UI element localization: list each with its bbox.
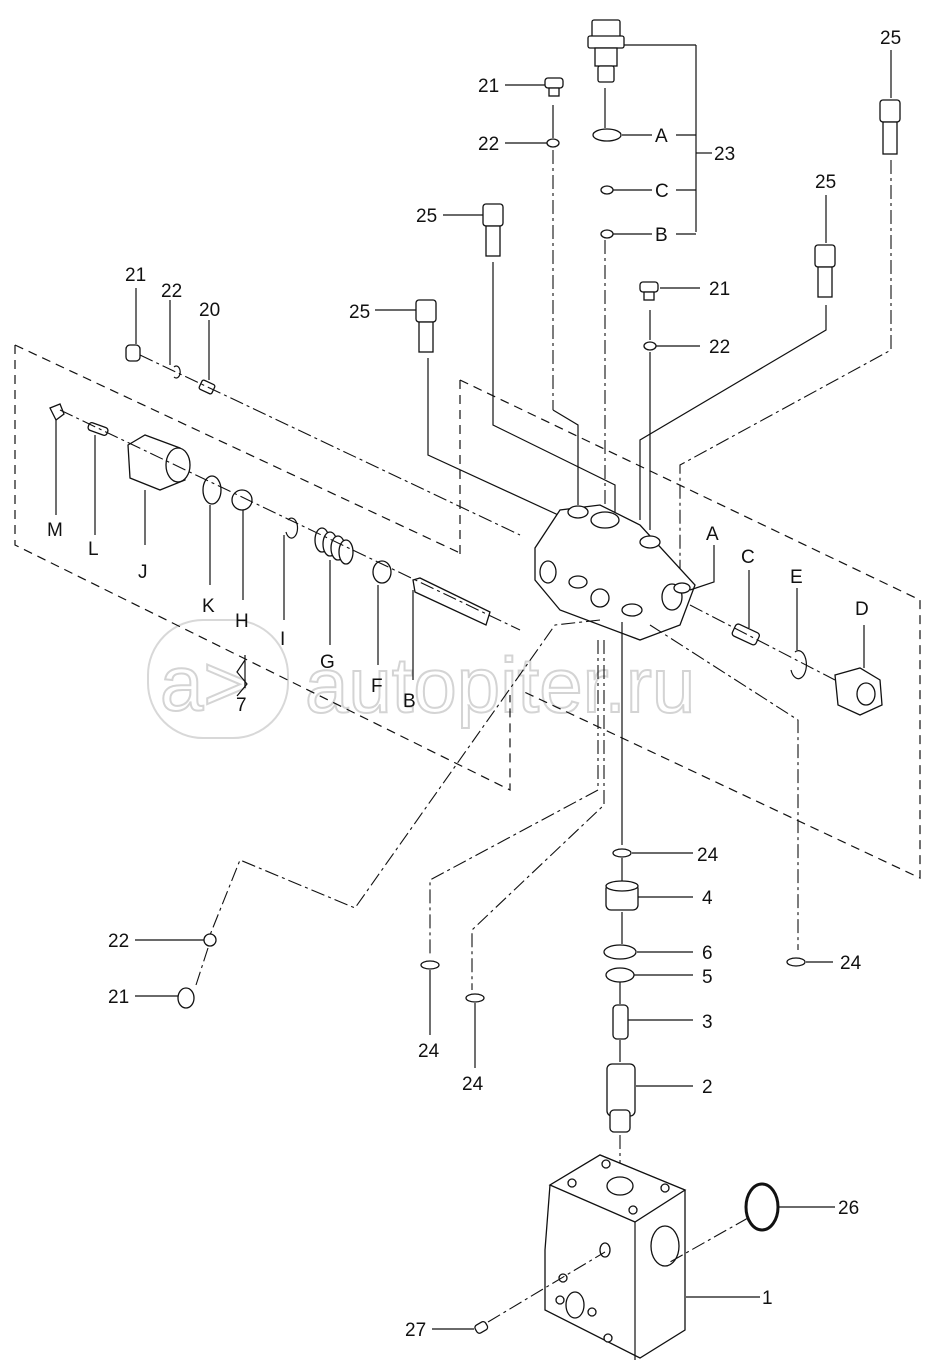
callout-21: 21	[108, 987, 129, 1008]
callout-23: 23	[714, 144, 735, 165]
callout-24: 24	[418, 1041, 440, 1062]
callout-E: E	[790, 567, 803, 588]
callout-22: 22	[478, 134, 499, 155]
bolt-25-b	[375, 299, 581, 585]
callout-21: 21	[478, 76, 499, 97]
watermark-logo: a>	[160, 639, 249, 727]
leader-24-c	[429, 640, 599, 955]
valve-body-top	[534, 504, 696, 641]
bolt-25-a	[443, 203, 616, 540]
callout-labels: 21 22 A C B 23 25 25 25 25 21 22 21 22 2…	[47, 28, 901, 1341]
oring-24-b	[786, 957, 806, 967]
spring-G	[314, 527, 354, 565]
relief-valve-23	[587, 19, 712, 520]
callout-3: 3	[702, 1012, 713, 1033]
left-subassembly-boundary	[14, 345, 511, 791]
callout-A: A	[655, 126, 668, 147]
callout-25: 25	[349, 302, 370, 323]
callout-7: 7	[236, 695, 247, 716]
right-side-parts	[689, 545, 883, 716]
callout-4: 4	[702, 888, 713, 909]
callout-20: 20	[199, 300, 220, 321]
valve-spool-subassembly	[49, 403, 521, 688]
plug-21-top	[505, 77, 579, 505]
callout-J: J	[138, 562, 148, 583]
callout-24: 24	[840, 953, 862, 974]
plug-21-mid	[639, 281, 700, 530]
oring-24-d	[465, 993, 485, 1003]
callout-21: 21	[709, 279, 730, 300]
callout-2: 2	[702, 1077, 713, 1098]
plug-21-left	[125, 288, 521, 536]
callout-25: 25	[815, 172, 836, 193]
callout-C: C	[655, 181, 669, 202]
bolt-25-d	[679, 50, 901, 590]
callout-22: 22	[108, 931, 129, 952]
callout-I: I	[280, 629, 285, 650]
valve-body-1	[432, 1154, 835, 1360]
callout-B: B	[403, 691, 416, 712]
callout-F: F	[371, 676, 383, 697]
callout-26: 26	[838, 1198, 859, 1219]
callout-D: D	[855, 599, 869, 620]
left-subassembly-boundary-top	[14, 344, 461, 554]
callout-5: 5	[702, 967, 713, 988]
callout-27: 27	[405, 1320, 426, 1341]
callout-24: 24	[462, 1074, 484, 1095]
callout-22: 22	[161, 281, 182, 302]
callout-G: G	[320, 652, 335, 673]
callout-21: 21	[125, 265, 146, 286]
leader-21-22-low	[209, 619, 601, 936]
plug-21-low	[135, 933, 217, 1009]
leader-24-b	[649, 624, 799, 950]
callout-B: B	[655, 225, 668, 246]
callout-C: C	[741, 547, 755, 568]
watermark: a> autopiter.ru	[147, 619, 696, 739]
callout-6: 6	[702, 943, 713, 964]
callout-L: L	[88, 539, 99, 560]
leader-24-d	[471, 640, 605, 990]
callout-H: H	[235, 611, 249, 632]
watermark-logo-frame	[147, 619, 289, 739]
callout-24: 24	[697, 845, 719, 866]
callout-A: A	[706, 524, 719, 545]
cartridge-stack	[603, 848, 693, 1200]
callout-25: 25	[416, 206, 437, 227]
callout-25: 25	[880, 28, 901, 49]
callout-M: M	[47, 520, 63, 541]
leader-7	[236, 659, 248, 697]
callout-K: K	[202, 596, 215, 617]
callout-22: 22	[709, 337, 730, 358]
right-subassembly-boundary-2	[459, 379, 921, 879]
watermark-text: autopiter.ru	[305, 641, 695, 729]
callout-1: 1	[762, 1288, 773, 1309]
bolt-25-c	[639, 195, 836, 520]
oring-24-c	[420, 960, 440, 970]
